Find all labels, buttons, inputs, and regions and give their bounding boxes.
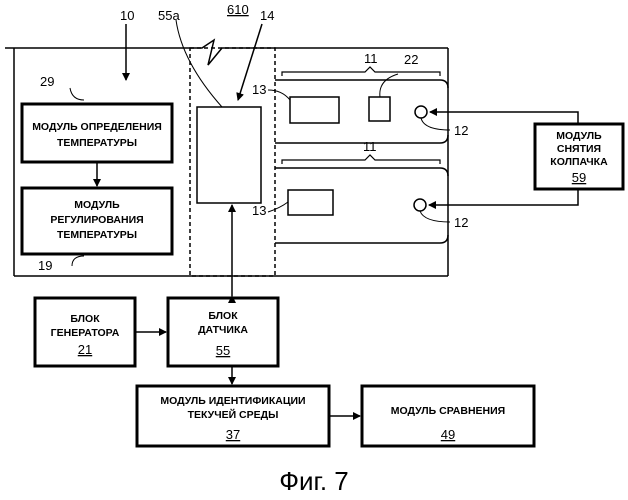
temp-regulate-line1: МОДУЛЬ [74, 199, 120, 211]
fluid-id-ref: 37 [226, 427, 240, 442]
channel-lines [275, 80, 448, 243]
figure-caption: Фиг. 7 [279, 466, 349, 496]
ref-11-top: 11 [364, 51, 378, 66]
arrow-cap-removal-bottom [429, 189, 578, 205]
element-13-top [290, 97, 339, 123]
cap-removal-ref: 59 [572, 170, 586, 185]
ref-14: 14 [260, 8, 274, 23]
compare-ref: 49 [441, 427, 455, 442]
fluid-id-line2: ТЕКУЧЕЙ СРЕДЫ [188, 408, 279, 421]
ref-19: 19 [38, 258, 52, 273]
sensor-line2: ДАТЧИКА [198, 324, 248, 336]
ref-610: 610 [227, 2, 249, 17]
generator-ref: 21 [78, 342, 92, 357]
temp-detect-line1: МОДУЛЬ ОПРЕДЕЛЕНИЯ [32, 121, 162, 133]
sensor-ref: 55 [216, 343, 230, 358]
block-temp-detect [22, 104, 172, 162]
sensor-element-55a [197, 107, 261, 203]
ref-13-top: 13 [252, 82, 266, 97]
ref-12-bottom: 12 [454, 215, 468, 230]
cap-removal-line2: СНЯТИЯ [557, 143, 601, 155]
temp-regulate-line3: ТЕМПЕРАТУРЫ [57, 229, 137, 241]
element-22 [369, 97, 390, 121]
fluid-id-line1: МОДУЛЬ ИДЕНТИФИКАЦИИ [160, 395, 305, 407]
cap-removal-line3: КОЛПАЧКА [550, 156, 608, 168]
ref-29: 29 [40, 74, 54, 89]
generator-line2: ГЕНЕРАТОРА [51, 327, 120, 339]
temp-regulate-line2: РЕГУЛИРОВАНИЯ [50, 214, 143, 226]
ref-12-top: 12 [454, 123, 468, 138]
cap-12-top [415, 106, 427, 118]
cap-removal-line1: МОДУЛЬ [556, 130, 602, 142]
cap-12-bottom [414, 199, 426, 211]
ref-55a: 55a [158, 8, 180, 23]
ref-11-mid: 11 [363, 139, 377, 154]
ref-13-bottom: 13 [252, 203, 266, 218]
arrow-cap-removal-top [430, 112, 578, 124]
generator-line1: БЛОК [70, 313, 100, 325]
ref-22: 22 [404, 52, 418, 67]
temp-detect-line2: ТЕМПЕРАТУРЫ [57, 137, 137, 149]
sensor-line1: БЛОК [208, 310, 238, 322]
ref-10: 10 [120, 8, 134, 23]
element-13-bottom [288, 190, 333, 215]
compare-line1: МОДУЛЬ СРАВНЕНИЯ [391, 405, 505, 417]
